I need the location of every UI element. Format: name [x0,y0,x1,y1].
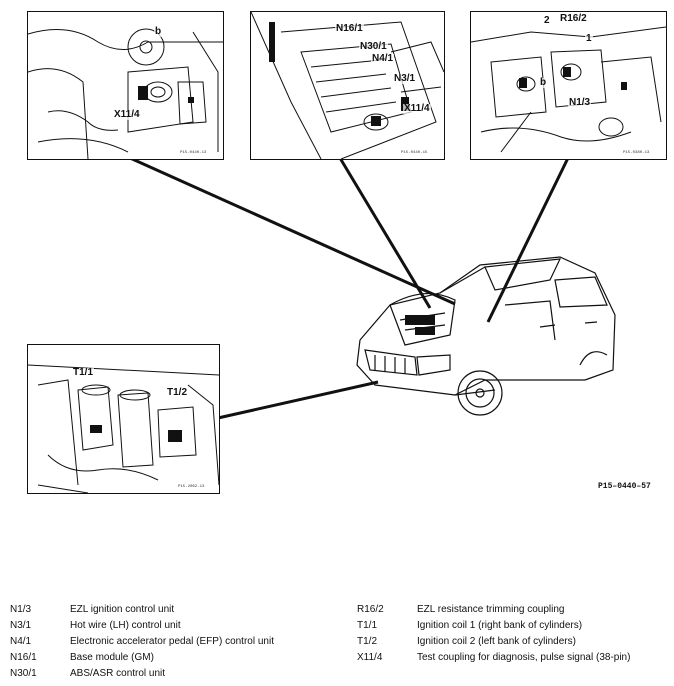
legend-row: N16/1 Base module (GM) [10,650,274,666]
ignition-coils-drawing [28,364,219,493]
legend-code: R16/2 [357,604,384,615]
callout-n1-3: N1/3 [568,97,592,108]
legend-description: Ignition coil 2 (left bank of cylinders) [417,636,576,647]
legend-row: R16/2 EZL resistance trimming coupling [357,602,630,618]
legend-row: T1/1 Ignition coil 1 (right bank of cylin… [357,618,630,634]
leader-line-top-right [486,157,570,323]
callout-t1-1: T1/1 [72,367,95,378]
detail-panel-top-middle: N16/1 N30/1 N4/1 N3/1 X11/4 P15-0440-15 [250,11,445,160]
callout-n3-1: N3/1 [393,73,417,84]
legend-description: Hot wire (LH) control unit [70,620,181,631]
leader-line-top-left [129,156,456,306]
ignition-detail-drawing [471,26,666,153]
callout-b: b [539,77,548,88]
legend-right: R16/2 EZL resistance trimming coupling T1… [357,602,630,666]
legend-row: T1/2 Ignition coil 2 (left bank of cylind… [357,634,630,650]
legend-row: N4/1 Electronic accelerator pedal (EFP) c… [10,634,274,650]
leader-line-top-middle [338,157,432,309]
callout-x11-4: X11/4 [403,103,431,114]
legend-row: N30/1 ABS/ASR control unit [10,666,274,682]
legend-code: N3/1 [10,620,32,631]
callout-t1-2: T1/2 [166,387,189,398]
legend-row: X11/4 Test coupling for diagnosis, pulse … [357,650,630,666]
engine-bay-drawing [251,12,444,159]
detail-panel-top-left: b X11/4 P15-0440-13 [27,11,224,160]
panel-reference: P15-0380-13 [623,151,650,155]
legend-code: N4/1 [10,636,32,647]
legend-description: Electronic accelerator pedal (EFP) contr… [70,636,274,647]
legend-left: N1/3 EZL ignition control unit N3/1 Hot wi… [10,602,274,682]
panel-reference: P15-0440-13 [180,151,207,155]
callout-r16-2: R16/2 [559,13,588,24]
panel-reference: P15-0440-15 [401,151,428,155]
callout-b: b [154,26,163,37]
detail-panel-bottom-left: T1/1 T1/2 P15-2062-13 [27,344,220,494]
detail-panel-top-right: 2 R16/2 1 b N1/3 P15-0380-13 [470,11,667,160]
legend-description: Ignition coil 1 (right bank of cylinders… [417,620,583,631]
legend-row: N1/3 EZL ignition control unit [10,602,274,618]
legend-code: T1/1 [357,620,378,631]
vehicle-illustration [356,256,616,416]
legend-description: EZL ignition control unit [70,604,175,615]
legend-description: EZL resistance trimming coupling [417,604,565,615]
legend-description: ABS/ASR control unit [70,668,166,679]
callout-n4-1: N4/1 [371,53,395,64]
engine-detail-drawing [28,28,223,159]
legend-code: N16/1 [10,652,37,663]
legend-code: N1/3 [10,604,32,615]
callout-2: 2 [543,15,551,26]
legend-code: N30/1 [10,668,37,679]
legend-code: T1/2 [357,636,378,647]
legend-description: Test coupling for diagnosis, pulse signa… [417,652,631,663]
callout-1: 1 [585,33,593,44]
callout-n16-1: N16/1 [335,23,364,34]
leader-line-bottom-left [217,380,379,420]
callout-x11-4: X11/4 [113,109,141,120]
panel-reference: P15-2062-13 [178,485,205,489]
legend-description: Base module (GM) [70,652,154,663]
figure-code: P15–0440–57 [598,482,651,491]
callout-n30-1: N30/1 [359,41,388,52]
legend-row: N3/1 Hot wire (LH) control unit [10,618,274,634]
legend-code: X11/4 [357,652,383,663]
